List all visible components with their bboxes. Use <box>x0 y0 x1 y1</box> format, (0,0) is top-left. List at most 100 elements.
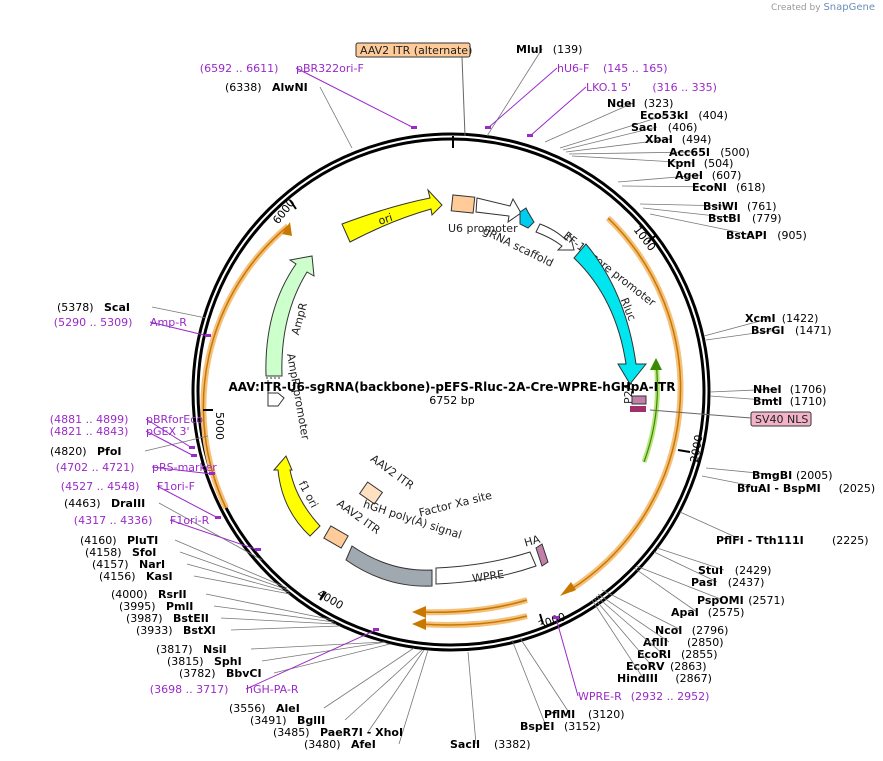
ampr-promoter-arrow <box>267 380 285 407</box>
site-name: BsiWI <box>703 200 738 213</box>
site-leader-line <box>635 565 724 601</box>
site-position: (4463) <box>64 497 101 510</box>
site-leader-line <box>705 467 779 476</box>
site-name: ScaI <box>104 301 130 314</box>
primer-mark <box>527 134 533 137</box>
wpre-box <box>435 551 537 585</box>
site-name: BstEII <box>173 612 209 625</box>
primer-mark <box>485 126 491 129</box>
site-leader-line <box>213 605 335 623</box>
site-position: (2796) <box>692 624 729 637</box>
site-position: (3480) <box>304 738 341 751</box>
site-name: MluI <box>516 43 543 56</box>
site-position: (2850) <box>687 636 724 649</box>
site-name: KasI <box>146 570 173 583</box>
site-leader-line <box>144 435 209 452</box>
primer-name: LKO.1 5' <box>586 81 631 94</box>
ha-marker <box>535 543 549 567</box>
primer-range: (4527 .. 4548) <box>61 480 140 493</box>
site-position: (500) <box>720 146 750 159</box>
site-position: (1471) <box>795 324 832 337</box>
primer-mark <box>191 454 197 457</box>
site-name: EcoRV <box>626 660 665 673</box>
primer-range: (4317 .. 4336) <box>74 514 153 527</box>
site-name: KpnI <box>667 157 695 170</box>
site-leader-line <box>656 547 725 571</box>
primer-name: pBR322ori-F <box>296 62 364 75</box>
site-name: PaeR7I - XhoI <box>320 726 403 739</box>
aav2-itr-2-box <box>323 525 349 549</box>
site-position: (1706) <box>790 383 827 396</box>
site-leader-line <box>273 643 391 674</box>
site-position: (1710) <box>790 395 827 408</box>
primer-name: F1ori-F <box>157 480 195 493</box>
site-name: EcoRI <box>637 648 671 661</box>
site-leader-line <box>559 114 667 149</box>
primer-leader-line <box>555 617 579 697</box>
site-name: AflII <box>643 636 668 649</box>
site-leader-line <box>703 317 772 337</box>
hgh-polya-box <box>345 545 433 587</box>
primer-range: (145 .. 165) <box>603 62 668 75</box>
site-position: (4157) <box>92 558 129 571</box>
site-leader-line <box>193 575 291 595</box>
tick-label-2000: 2000 <box>688 434 706 464</box>
site-position: (3933) <box>136 624 173 637</box>
rluc-arrow <box>573 243 648 385</box>
site-name: PflMI <box>544 708 575 721</box>
site-leader-line <box>323 647 415 709</box>
backbone-inner-ring <box>196 137 706 647</box>
site-leader-line <box>705 329 778 341</box>
aav2-itr-1-label: AAV2 ITR <box>368 452 417 492</box>
primer-range: (2932 .. 2952) <box>631 690 710 703</box>
site-leader-line <box>562 126 658 151</box>
primer-name: WPRE-R <box>578 690 622 703</box>
ampr-arrow <box>265 255 315 377</box>
site-position: (494) <box>682 133 712 146</box>
site-leader-line <box>151 306 207 319</box>
cre-arcs <box>200 215 684 630</box>
primer-range: (6592 .. 6611) <box>200 62 279 75</box>
site-position: (4000) <box>111 588 148 601</box>
primer-leader-line <box>529 86 587 137</box>
primer-leader-line <box>245 629 377 690</box>
site-name: DraIII <box>111 497 145 510</box>
site-leader-line <box>593 597 653 667</box>
site-position: (3995) <box>119 600 156 613</box>
primer-name: hU6-F <box>557 62 589 75</box>
site-name: SfoI <box>132 546 156 559</box>
site-leader-line <box>571 155 694 164</box>
site-leader-line <box>486 48 543 137</box>
site-leader-line <box>205 593 334 621</box>
primer-name: hGH-PA-R <box>246 683 299 696</box>
site-name: BmgBI <box>752 469 792 482</box>
site-leader-line <box>601 589 682 631</box>
site-name: BglII <box>297 714 325 727</box>
restriction-sites: MluI(139)NdeI(323)Eco53kI(404)SacI(406)X… <box>50 43 875 751</box>
site-position: (3987) <box>126 612 163 625</box>
site-name: PfoI <box>97 445 122 458</box>
u6-promoter-label: U6 promoter <box>448 222 518 235</box>
ef1a-promoter-arrow <box>535 223 575 251</box>
primer-name: pBRforEco <box>146 413 203 426</box>
site-leader-line <box>595 595 664 655</box>
primer-leader-line <box>145 430 195 457</box>
site-leader-line <box>179 551 289 591</box>
ori-label: ori <box>377 211 395 228</box>
site-leader-line <box>467 651 477 745</box>
sv40-nls-label: SV40 NLS <box>755 413 808 426</box>
site-leader-line <box>319 86 353 149</box>
aav2-itr-alt-label: AAV2 ITR (alternate) <box>360 44 472 57</box>
site-position: (2005) <box>796 469 833 482</box>
ampr-label: AmpR <box>289 301 310 336</box>
site-position: (3120) <box>588 708 625 721</box>
primer-name: pRS-marker <box>152 461 217 474</box>
site-name: BsrGI <box>751 324 784 337</box>
aav2-itr-1-box <box>358 481 384 505</box>
site-name: BstBI <box>708 212 741 225</box>
primer-range: (3698 .. 3717) <box>150 683 229 696</box>
site-name: SacI <box>631 121 657 134</box>
site-name: Acc65I <box>669 146 710 159</box>
site-name: BstAPI <box>726 229 767 242</box>
site-position: (618) <box>736 181 766 194</box>
